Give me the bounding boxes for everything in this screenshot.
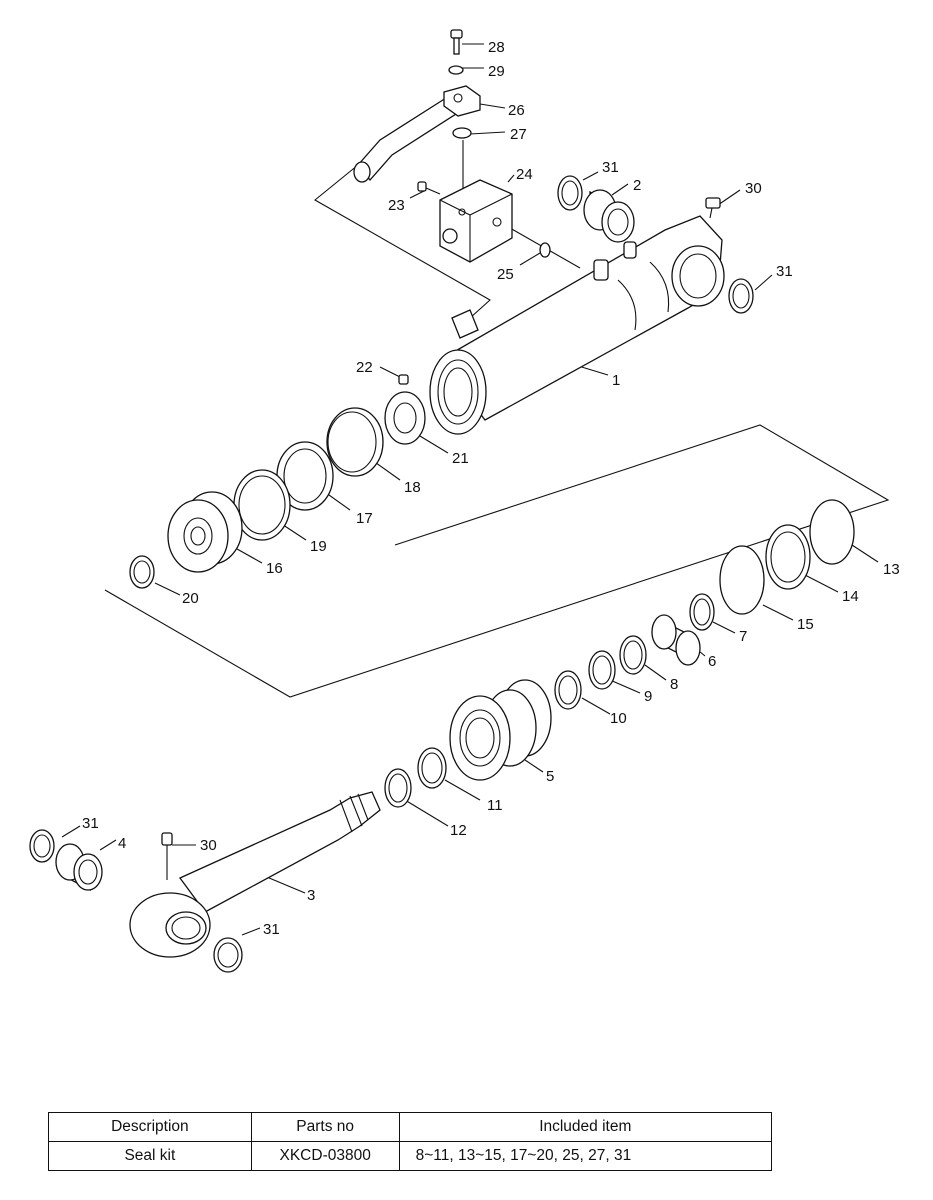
callout-21: 21 (452, 450, 469, 467)
part-backup-ring-15 (719, 545, 765, 615)
callout-30-lower: 30 (200, 837, 217, 854)
callout-12: 12 (450, 822, 467, 839)
part-oring-27 (452, 127, 472, 139)
part-piston-16 (167, 491, 243, 573)
seal-kit-table: Description Parts no Included item Seal … (48, 1112, 773, 1171)
part-ring-9 (588, 650, 616, 690)
table-row: Seal kit XKCD-03800 8~11, 13~15, 17~20, … (48, 1141, 773, 1171)
part-cylinder-tube-1 (429, 215, 725, 435)
callout-14: 14 (842, 588, 859, 605)
part-grease-nipple-30-upper (705, 197, 721, 219)
callout-4: 4 (118, 835, 126, 852)
part-bushing-4 (55, 843, 103, 892)
part-oring-25 (539, 242, 551, 258)
part-snap-ring-7 (689, 593, 715, 631)
part-ring-10 (554, 670, 582, 710)
part-washer-29 (448, 65, 464, 75)
callout-18: 18 (404, 479, 421, 496)
callout-10: 10 (610, 710, 627, 727)
header-description: Description (48, 1112, 252, 1142)
part-piston-rod-3 (129, 791, 381, 958)
callout-2: 2 (633, 177, 641, 194)
part-valve-block-24 (439, 179, 513, 263)
callout-29: 29 (488, 63, 505, 80)
part-nut-21 (384, 391, 426, 445)
part-bolt-23 (417, 181, 441, 195)
callout-16: 16 (266, 560, 283, 577)
part-bushing-6 (651, 614, 701, 666)
part-seal-14 (765, 524, 811, 590)
callout-7: 7 (739, 628, 747, 645)
part-snap-ring-12 (384, 768, 412, 808)
callout-25: 25 (497, 266, 514, 283)
callout-30-top: 30 (745, 180, 762, 197)
cell-parts-no: XKCD-03800 (250, 1141, 400, 1171)
header-included-item: Included item (398, 1112, 773, 1142)
callout-19: 19 (310, 538, 327, 555)
seal-group-outline (104, 424, 890, 698)
callout-1: 1 (612, 372, 620, 389)
leader-lines (61, 43, 879, 936)
part-ring-20 (129, 555, 155, 589)
part-ring-31-lower-left (29, 829, 55, 863)
callout-27: 27 (510, 126, 527, 143)
cell-included-item: 8~11, 13~15, 17~20, 25, 27, 31 (398, 1141, 773, 1171)
callout-11: 11 (487, 797, 503, 814)
callout-8: 8 (670, 676, 678, 693)
part-ring-31-lower-right (213, 937, 243, 973)
cell-description: Seal kit (48, 1141, 252, 1171)
exploded-parts-diagram: 28 29 26 27 24 23 25 31 2 30 31 1 22 21 … (29, 29, 900, 973)
callout-22: 22 (356, 359, 373, 376)
valve-group-outline (314, 164, 491, 319)
part-wear-ring-18 (326, 407, 384, 477)
callout-6: 6 (708, 653, 716, 670)
callout-20: 20 (182, 590, 199, 607)
callout-13: 13 (883, 561, 900, 578)
callout-3: 3 (307, 887, 315, 904)
callout-17: 17 (356, 510, 373, 527)
table-header-row: Description Parts no Included item (48, 1112, 773, 1142)
part-grease-nipple-30-lower (161, 832, 173, 880)
part-rod-cover-5 (449, 679, 552, 781)
callout-23: 23 (388, 197, 405, 214)
callout-24: 24 (516, 166, 533, 183)
callout-5: 5 (546, 768, 554, 785)
part-backup-ring-13 (809, 499, 855, 565)
part-bushing-2 (583, 189, 635, 243)
part-flange-pipe-26 (353, 85, 481, 183)
header-parts-no: Parts no (250, 1112, 400, 1142)
callout-15: 15 (797, 616, 814, 633)
callout-labels: 28 29 26 27 24 23 25 31 2 30 31 1 22 21 … (82, 39, 900, 938)
callout-26: 26 (508, 102, 525, 119)
part-seal-8 (619, 635, 647, 675)
part-bolt-28 (450, 29, 463, 55)
part-setscrew-22 (398, 374, 409, 385)
callout-28: 28 (488, 39, 505, 56)
callout-31-top: 31 (602, 159, 619, 176)
part-ring-11 (417, 747, 447, 789)
callout-9: 9 (644, 688, 652, 705)
callout-31-right: 31 (776, 263, 793, 280)
callout-31-lower-right: 31 (263, 921, 280, 938)
callout-31-lower-left: 31 (82, 815, 99, 832)
